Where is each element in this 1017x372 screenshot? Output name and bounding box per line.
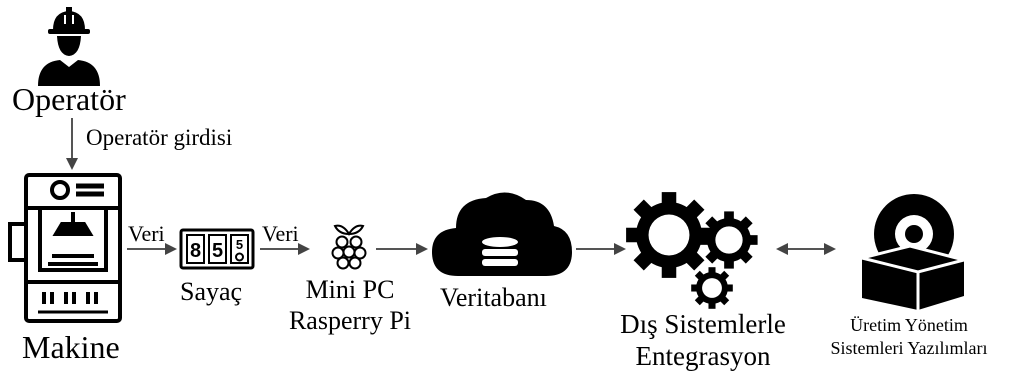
database-label: Veritabanı	[440, 283, 547, 312]
integration-label-line2: Entegrasyon	[635, 340, 771, 371]
operator-input-label: Operatör girdisi	[86, 125, 233, 150]
counter-label: Sayaç	[180, 277, 243, 306]
minipc-label-line1: Mini PC	[305, 275, 395, 304]
software-box-icon	[861, 194, 970, 310]
pi-to-database-arrow	[376, 243, 428, 255]
raspberry-pi-icon	[331, 224, 367, 270]
counter-digit: 5	[212, 240, 223, 262]
press-machine-icon	[8, 173, 122, 323]
machine-data-label: Veri	[128, 221, 165, 246]
counter-data-label: Veri	[262, 221, 299, 246]
mes-label-line2: Sistemleri Yazılımları	[830, 337, 988, 358]
database-to-integration-arrow	[576, 243, 626, 255]
operator-input-arrow	[66, 118, 78, 170]
cloud-database-icon	[432, 192, 572, 276]
operator-label: Operatör	[12, 81, 126, 117]
counter-display-icon: 8 5 5	[179, 228, 255, 270]
counter-to-pi-arrow	[260, 243, 310, 255]
counter-digit: 8	[190, 240, 201, 262]
machine-to-counter-arrow	[127, 243, 177, 255]
integration-mes-double-arrow	[776, 243, 836, 255]
gears-icon	[626, 192, 758, 309]
minipc-label: Mini PC Rasperry Pi	[288, 275, 412, 335]
mes-label-line1: Üretim Yönetim	[850, 315, 968, 335]
operator-helmet-icon	[38, 7, 100, 86]
integration-label-line1: Dış Sistemlerle	[620, 309, 786, 339]
machine-label: Makine	[22, 329, 120, 365]
integration-label: Dış Sistemlerle Entegrasyon	[596, 309, 810, 371]
counter-digit: 5	[236, 237, 243, 252]
minipc-label-line2: Rasperry Pi	[288, 305, 412, 335]
mes-label: Üretim Yönetim Sistemleri Yazılımları	[802, 315, 1016, 359]
